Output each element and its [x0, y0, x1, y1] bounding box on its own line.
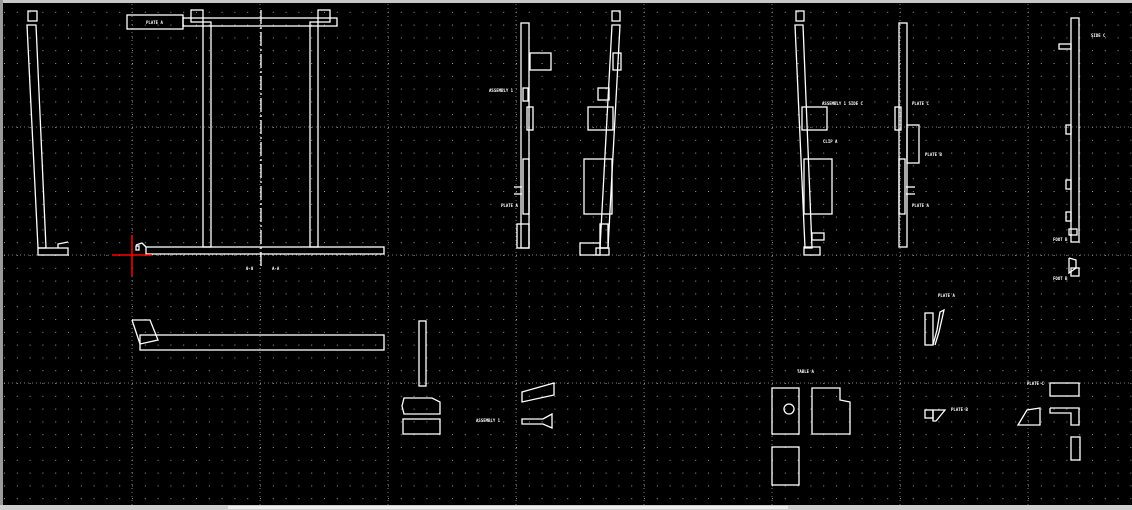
assembly-side-view: [514, 22, 552, 249]
table-a-parts: [771, 387, 851, 486]
horizontal-scrollbar-thumb[interactable]: [228, 506, 788, 509]
left-border: [0, 0, 3, 510]
label-clip-a: CLIP A: [823, 139, 838, 144]
label-plate-a-top: PLATE A: [146, 20, 163, 25]
label-foot-b-1: FOOT B: [1053, 237, 1068, 242]
label-foot-b-2: FOOT B: [1053, 276, 1068, 281]
side-c-view: [1058, 17, 1080, 277]
plate-details: [924, 308, 1081, 461]
label-plate-c: PLATE C: [912, 101, 929, 106]
label-plate-a-detail: PLATE A: [938, 293, 955, 298]
leg-side-view: [26, 10, 69, 256]
label-assembly-1-detail: ASSEMBLY 1: [476, 418, 501, 423]
label-plate-b-detail: PLATE B: [951, 407, 968, 412]
frame-front-view: [126, 9, 385, 268]
label-plate-c-detail: PLATE C: [1027, 381, 1044, 386]
crosshair-cursor: [112, 235, 152, 276]
label-assembly-1-side: ASSEMBLY 1: [489, 88, 514, 93]
label-assembly-1-side-c: ASSEMBLY 1 SIDE C: [822, 101, 864, 106]
assembly-tilted-view: [579, 10, 622, 256]
label-table-a: TABLE A: [797, 369, 814, 374]
assembly-side-c-view: [794, 10, 833, 256]
label-dim-2: A-A: [272, 266, 280, 271]
beam-plan-view: [131, 319, 385, 351]
plate-stack-view: [894, 22, 920, 248]
label-plate-a-side: PLATE A: [501, 203, 518, 208]
bracket-details: [401, 320, 555, 435]
label-plate-a-right: PLATE A: [912, 203, 929, 208]
label-side-c: SIDE C: [1091, 33, 1106, 38]
label-plate-b: PLATE B: [925, 152, 942, 157]
top-border: [0, 0, 1132, 3]
label-dim-1: 0-0: [246, 266, 254, 271]
